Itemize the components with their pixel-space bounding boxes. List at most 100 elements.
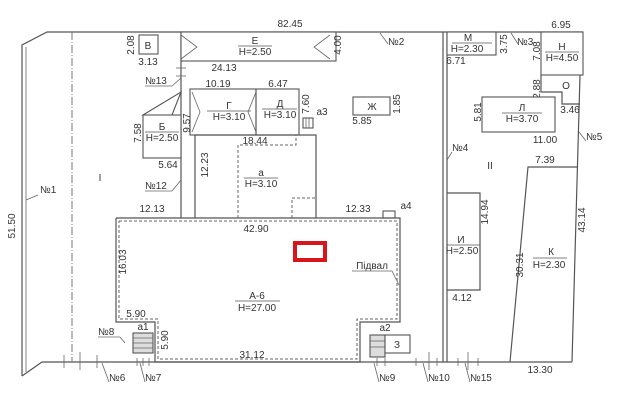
building-a6-height: H=27.00 (238, 303, 277, 314)
building-a1-name: а1 (137, 322, 149, 333)
dim-k-left: 30.31 (515, 252, 526, 277)
building-a3-name: а3 (316, 107, 328, 118)
dim-l-w: 11.00 (533, 135, 558, 146)
dim-b-h: 7.58 (133, 123, 144, 143)
marker-n10: №10 (428, 373, 450, 384)
building-i-height: H=2.50 (446, 246, 479, 257)
dim-i-h: 14.94 (480, 199, 491, 224)
building-z: З (384, 334, 411, 354)
marker-n6: №6 (109, 373, 126, 384)
dim-gd-h: 9.57 (182, 113, 193, 133)
dim-l-h: 5.81 (473, 102, 484, 122)
dim-o-w: 3.46 (560, 105, 580, 116)
dim-m-h: 3.75 (499, 34, 510, 54)
building-o-name: О (562, 81, 570, 92)
building-a6-name: А-6 (249, 291, 265, 302)
building-zh-name: Ж (367, 102, 377, 113)
dim-v-h: 2.08 (126, 35, 137, 55)
dim-right: 43.14 (577, 207, 588, 232)
parcel-markers: №1 №2 №3 №4 №5 №6 №7 №8 №9 №10 №12 №13 №… (25, 32, 603, 384)
building-z-name: З (394, 340, 400, 351)
basement-label: Підвал (356, 261, 388, 272)
building-n-height: H=4.50 (546, 53, 579, 64)
marker-n4: №4 (452, 143, 469, 154)
stair-a4: а4 (382, 201, 412, 219)
building-g-height: H=3.10 (213, 112, 246, 123)
building-b-height: H=2.50 (146, 133, 179, 144)
building-zh: Ж 1.85 5.85 (352, 94, 403, 127)
building-b: Б H=2.50 7.58 5.64 (133, 90, 183, 171)
building-v: В 2.08 3.13 (126, 34, 159, 68)
building-d-height: H=3.10 (264, 110, 297, 121)
dim-mid-h: 12.23 (200, 152, 211, 177)
building-k: 7.39 К H=2.30 30.31 43.14 13.30 (509, 155, 588, 376)
dim-v-w: 3.13 (138, 57, 158, 68)
building-e-height: H=2.50 (239, 47, 272, 58)
dim-k-top: 7.39 (535, 155, 555, 166)
building-n: Н H=4.50 6.95 7.08 (532, 20, 584, 76)
building-a6: 42.90 16.03 А-6 H=27.00 Підвал 5.90 31.1… (115, 217, 401, 363)
plot-boundary (21, 31, 583, 377)
highlight-marker (293, 241, 327, 262)
marker-n2: №2 (388, 37, 405, 48)
building-a4-name: а4 (400, 201, 412, 212)
dim-b-w: 5.64 (158, 160, 178, 171)
building-a: 18.44 12.23 а H=3.10 12.13 12.33 (139, 134, 371, 218)
dim-left: 51.50 (7, 213, 18, 238)
building-n-name: Н (558, 42, 565, 53)
building-m-name: М (464, 33, 472, 44)
marker-n8: №8 (98, 327, 115, 338)
building-k-name: К (548, 247, 554, 258)
building-a-height: H=3.10 (245, 179, 278, 190)
marker-n9: №9 (379, 373, 396, 384)
dim-a6-top: 42.90 (243, 224, 268, 235)
zone-1-label: I (99, 173, 102, 184)
stair-a3: а3 (302, 107, 328, 129)
building-d-name: Д (277, 99, 284, 110)
building-a2-name: а2 (379, 323, 391, 334)
dim-n-w: 6.95 (551, 20, 571, 31)
dim-gd-w: 18.44 (242, 136, 267, 147)
marker-n15: №15 (470, 373, 492, 384)
building-o: О 2.88 3.46 (532, 75, 580, 116)
zone-2-label: II (487, 161, 493, 172)
dim-o-h: 2.88 (532, 79, 543, 99)
dim-a1-h: 5.90 (160, 330, 171, 350)
dim-zh-h: 1.85 (392, 94, 403, 114)
dim-i-w: 4.12 (452, 293, 472, 304)
dim-top: 82.45 (277, 19, 302, 30)
building-i-name: И (457, 235, 464, 246)
stair-a2: а2 (369, 323, 391, 358)
building-v-name: В (145, 41, 152, 52)
building-m: М H=2.30 3.75 6.71 (446, 31, 510, 67)
dim-n-h: 7.08 (532, 41, 543, 61)
gate-ticks (63, 67, 479, 370)
dim-a6-h: 16.03 (118, 249, 129, 274)
marker-n7: №7 (145, 373, 162, 384)
marker-n13: №13 (145, 76, 167, 87)
marker-n1: №1 (40, 185, 57, 196)
building-e-name: Е (252, 36, 259, 47)
stair-a1: а1 5.90 (132, 322, 171, 354)
building-k-height: H=2.30 (533, 260, 566, 271)
dim-e-w: 24.13 (211, 63, 236, 74)
dim-zh-w: 5.85 (352, 116, 372, 127)
dim-l-left: 12.13 (139, 204, 164, 215)
building-a-name: а (258, 168, 264, 179)
marker-n3: №3 (517, 37, 534, 48)
marker-n5: №5 (586, 132, 603, 143)
building-i: И H=2.50 14.94 4.12 (446, 192, 491, 304)
building-g-d: Г H=3.10 Д H=3.10 10.19 6.47 7.60 9.57 (182, 79, 312, 136)
building-m-height: H=2.30 (451, 44, 484, 55)
dim-a6-bottom: 31.12 (239, 350, 264, 361)
dim-bottom-right: 13.30 (527, 365, 552, 376)
building-l: Л H=3.70 5.81 11.00 (473, 96, 558, 146)
dim-m-w: 6.71 (446, 56, 466, 67)
building-l-name: Л (519, 103, 526, 114)
dim-e-h-value: 4.00 (333, 35, 344, 55)
building-l-height: H=3.70 (506, 114, 539, 125)
dim-d-w: 6.47 (268, 79, 288, 90)
dim-l-right: 12.33 (345, 204, 370, 215)
building-b-name: Б (159, 122, 166, 133)
